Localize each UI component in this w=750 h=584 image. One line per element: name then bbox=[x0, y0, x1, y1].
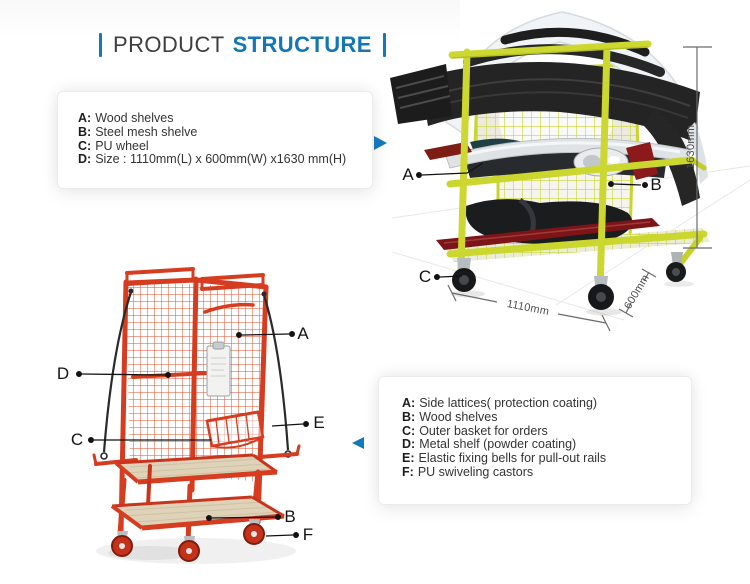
dimension-lines bbox=[447, 46, 712, 332]
red-cart-casters bbox=[111, 519, 265, 562]
yellow-cart-illustration bbox=[390, 11, 750, 332]
spec-item-text: Wood shelves bbox=[95, 111, 174, 125]
feature-item: F:PU swiveling castors bbox=[402, 464, 691, 480]
feature-item: C:Outer basket for orders bbox=[402, 423, 691, 439]
feature-item-text: Metal shelf (powder coating) bbox=[419, 437, 577, 452]
yellow-cart-label-b: B bbox=[650, 175, 662, 194]
spec-item-text: PU wheel bbox=[95, 138, 149, 153]
spec-item-key: D: bbox=[78, 152, 92, 167]
feature-item-text: Elastic fixing bells for pull-out rails bbox=[418, 451, 607, 466]
spec-item: D:Size : 1110mm(L) x 600mm(W) x1630 mm(H… bbox=[78, 153, 372, 167]
feature-item-text: Outer basket for orders bbox=[419, 423, 548, 438]
spec-item-key: B: bbox=[78, 124, 92, 139]
feature-item-key: A: bbox=[402, 396, 416, 410]
spec-item: B:Steel mesh shelve bbox=[78, 124, 372, 140]
black-bumpers bbox=[390, 27, 708, 206]
bottom-wood-shelf bbox=[110, 495, 285, 531]
feature-item-key: B: bbox=[402, 409, 416, 424]
red-cart-label-a: A bbox=[297, 324, 309, 343]
red-cart-label-f: F bbox=[302, 525, 314, 544]
red-annotation-lines bbox=[76, 331, 309, 538]
feature-item: A:Side lattices( protection coating) bbox=[402, 396, 691, 411]
spec-item: C:PU wheel bbox=[78, 138, 372, 154]
pointer-left-icon bbox=[352, 437, 364, 449]
title-word-primary: PRODUCT bbox=[113, 32, 225, 57]
spec-item: A:Wood shelves bbox=[78, 111, 372, 126]
spec-item-text: Size : 1110mm(L) x 600mm(W) x1630 mm(H) bbox=[95, 152, 347, 167]
title-bar-left bbox=[99, 33, 102, 57]
feature-item-key: E: bbox=[402, 451, 415, 466]
pointer-right-icon bbox=[374, 136, 387, 150]
spec-item-text: Steel mesh shelve bbox=[95, 124, 198, 139]
outer-basket bbox=[205, 410, 265, 449]
yellow-frame bbox=[448, 40, 652, 296]
feature-item: B:Wood shelves bbox=[402, 409, 691, 425]
title-bar-right bbox=[382, 33, 386, 57]
features-card: A:Side lattices( protection coating) B:W… bbox=[378, 376, 692, 505]
feature-item-text: Wood shelves bbox=[419, 409, 498, 424]
page-title: PRODUCT STRUCTURE bbox=[99, 32, 386, 58]
spec-item-key: C: bbox=[78, 138, 92, 153]
middle-shelf bbox=[424, 137, 707, 188]
feature-item-key: C: bbox=[402, 423, 416, 438]
spec-card: A:Wood shelves B:Steel mesh shelve C:PU … bbox=[57, 91, 373, 189]
feature-item-text: Side lattices( protection coating) bbox=[419, 396, 598, 410]
yellow-annotation-lines bbox=[416, 162, 648, 280]
red-cart-label-c: C bbox=[70, 430, 84, 449]
red-cart-label-e: E bbox=[313, 413, 325, 432]
clipboard bbox=[206, 341, 231, 397]
feature-item-key: D: bbox=[402, 437, 416, 452]
yellow-cart-label-c: C bbox=[418, 267, 432, 286]
dimension-height-label: 1630mm bbox=[685, 124, 697, 170]
feature-item: D:Metal shelf (powder coating) bbox=[402, 438, 691, 452]
bottom-shelf bbox=[436, 197, 710, 267]
feature-item-text: PU swiveling castors bbox=[417, 464, 534, 479]
spec-item-key: A: bbox=[78, 111, 92, 125]
feature-item: E:Elastic fixing bells for pull-out rail… bbox=[402, 451, 691, 466]
red-cart-label-d: D bbox=[56, 364, 70, 383]
red-cart-label-b: B bbox=[284, 507, 296, 526]
yellow-cart-casters bbox=[451, 252, 694, 316]
yellow-cart-label-a: A bbox=[402, 165, 414, 184]
title-word-accent: STRUCTURE bbox=[232, 32, 372, 57]
red-cart-illustration bbox=[76, 267, 309, 564]
feature-item-key: F: bbox=[402, 464, 414, 479]
